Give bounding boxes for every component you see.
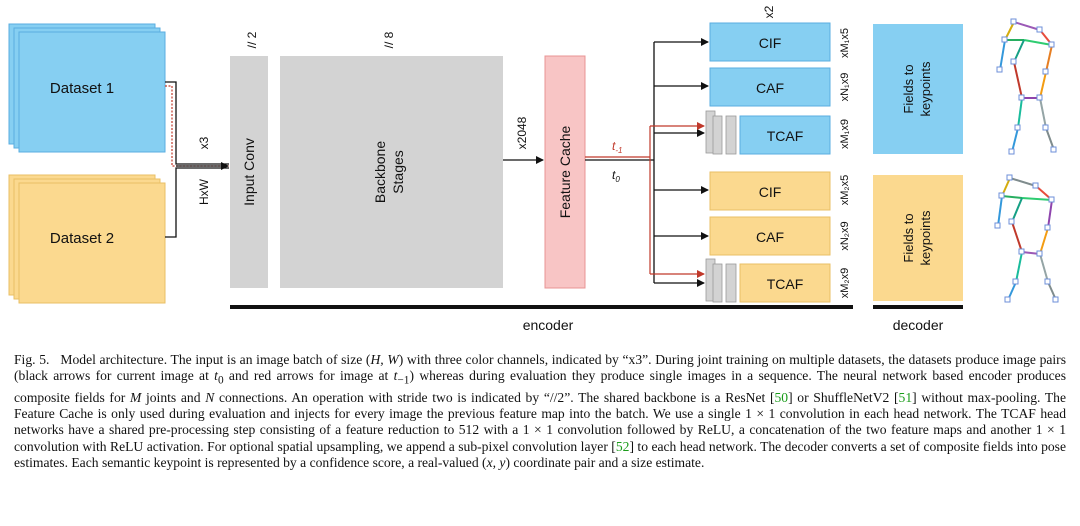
decoder-label: decoder — [893, 317, 944, 333]
caption-text: connections. An operation with stride tw… — [214, 389, 775, 405]
caf-bottom-dim: xN₂x9 — [839, 221, 851, 250]
cif-bottom-box — [709, 171, 831, 211]
stride-input-label: // 2 — [245, 31, 259, 48]
backbone-label-line2: Stages — [390, 150, 406, 194]
caf-bottom-box — [709, 216, 831, 256]
head-connectors — [585, 38, 709, 287]
caption-text: and red arrows for image at — [223, 368, 394, 384]
caption-text: ] to each head network. The decoder conv… — [14, 438, 1066, 471]
heads-bottom: CIF xM₂x5 CAF xN₂x9 TCAF xM₂x9 — [705, 171, 851, 303]
caption-text: ) with three color channels, indicated b… — [14, 352, 1066, 384]
caption-text: ) coordinate pair and a size estimate. — [505, 455, 705, 471]
citation-link[interactable]: 50 — [774, 389, 789, 405]
input-dim-label: HxW — [197, 178, 211, 205]
input-conv-box — [230, 56, 268, 288]
figure-caption: Fig. 5. Model architecture. The input is… — [14, 352, 1066, 472]
pose-output-top — [996, 18, 1057, 155]
decoder-bottom-line2: keypoints — [918, 210, 933, 265]
encoder-label: encoder — [523, 317, 574, 333]
decoder-top-line1: Fields to — [901, 64, 916, 113]
tcaf-bottom-dim: xM₂x9 — [839, 268, 851, 299]
tcaf-bottom-label: TCAF — [767, 276, 804, 292]
tcaf-bottom-box — [739, 263, 831, 303]
head-multiplier-label: x2 — [762, 5, 776, 18]
stride-backbone-label: // 8 — [382, 31, 396, 48]
decoder-top-line2: keypoints — [918, 61, 933, 116]
decoder-top-box — [873, 24, 963, 154]
caption-prefix: Fig. 5. — [14, 352, 50, 367]
input-conv-label: Input Conv — [241, 138, 257, 206]
tcaf-top-dim: xM₁x9 — [839, 119, 851, 149]
t0-label: t0 — [612, 168, 620, 184]
decoder-bottom-box — [873, 175, 963, 301]
caf-top-dim: xN₁x9 — [839, 73, 851, 102]
cif-top-box — [709, 22, 831, 62]
tcaf-bottom-preproc-2 — [712, 263, 723, 303]
backbone-channels-label: x2048 — [515, 116, 529, 149]
caption-math: t — [214, 368, 218, 384]
dataset1-label: Dataset 1 — [50, 80, 114, 97]
citation-link[interactable]: 52 — [615, 438, 630, 454]
caption-math: H, W — [370, 352, 399, 367]
citation-link[interactable]: 51 — [898, 389, 913, 405]
pose-output-bottom — [994, 174, 1059, 303]
caption-text: ] without max-pooling. The Feature Cache… — [14, 389, 1066, 454]
caption-math: t — [393, 368, 398, 384]
caption-math-sub: 0 — [217, 375, 224, 388]
feature-cache-box — [544, 55, 586, 289]
caf-bottom-label: CAF — [756, 229, 784, 245]
decoder-bottom-line1: Fields to — [901, 213, 916, 262]
cif-bottom-dim: xM₂x5 — [839, 175, 851, 206]
tcaf-top-preproc-3 — [725, 115, 737, 155]
tcaf-top-box — [739, 115, 831, 155]
dataset-connectors — [165, 81, 229, 238]
backbone-box — [280, 56, 503, 288]
caf-top-label: CAF — [756, 80, 784, 96]
dataset2-label: Dataset 2 — [50, 230, 114, 247]
input-channels-label: x3 — [197, 136, 211, 149]
backbone-label-line1: Backbone — [372, 141, 388, 203]
cif-bottom-label: CIF — [759, 184, 782, 200]
caption-math: M — [129, 389, 142, 405]
feature-cache-label: Feature Cache — [557, 125, 573, 218]
heads-top: CIF xM₁x5 CAF xN₁x9 TCAF xM₁x9 — [705, 22, 851, 155]
cif-top-dim: xM₁x5 — [839, 28, 851, 58]
caption-text: ) whereas during evaluation they produce… — [14, 368, 1066, 405]
caption-math: N — [205, 389, 215, 405]
caption-text: joints and — [141, 389, 206, 405]
architecture-figure: Dataset 1 Dataset 2 HxW x3 Input Conv //… — [8, 5, 1059, 333]
tcaf-top-preproc-2 — [712, 115, 723, 155]
t-minus1-label: t-1 — [612, 139, 622, 155]
cif-top-label: CIF — [759, 35, 782, 51]
caption-text: Model architecture. The input is an imag… — [60, 352, 371, 367]
encoder-bar — [230, 305, 853, 309]
caption-text: ] or ShuffleNetV2 [ — [788, 389, 899, 405]
caption-math: x, y — [486, 455, 506, 471]
caf-top-box — [709, 67, 831, 107]
decoder-bar — [873, 305, 963, 309]
caption-math-sub: −1 — [397, 375, 410, 388]
tcaf-bottom-preproc-3 — [725, 263, 737, 303]
dataset2-stack: Dataset 2 — [8, 174, 166, 304]
dataset1-stack: Dataset 1 — [8, 23, 166, 153]
tcaf-top-label: TCAF — [767, 128, 804, 144]
